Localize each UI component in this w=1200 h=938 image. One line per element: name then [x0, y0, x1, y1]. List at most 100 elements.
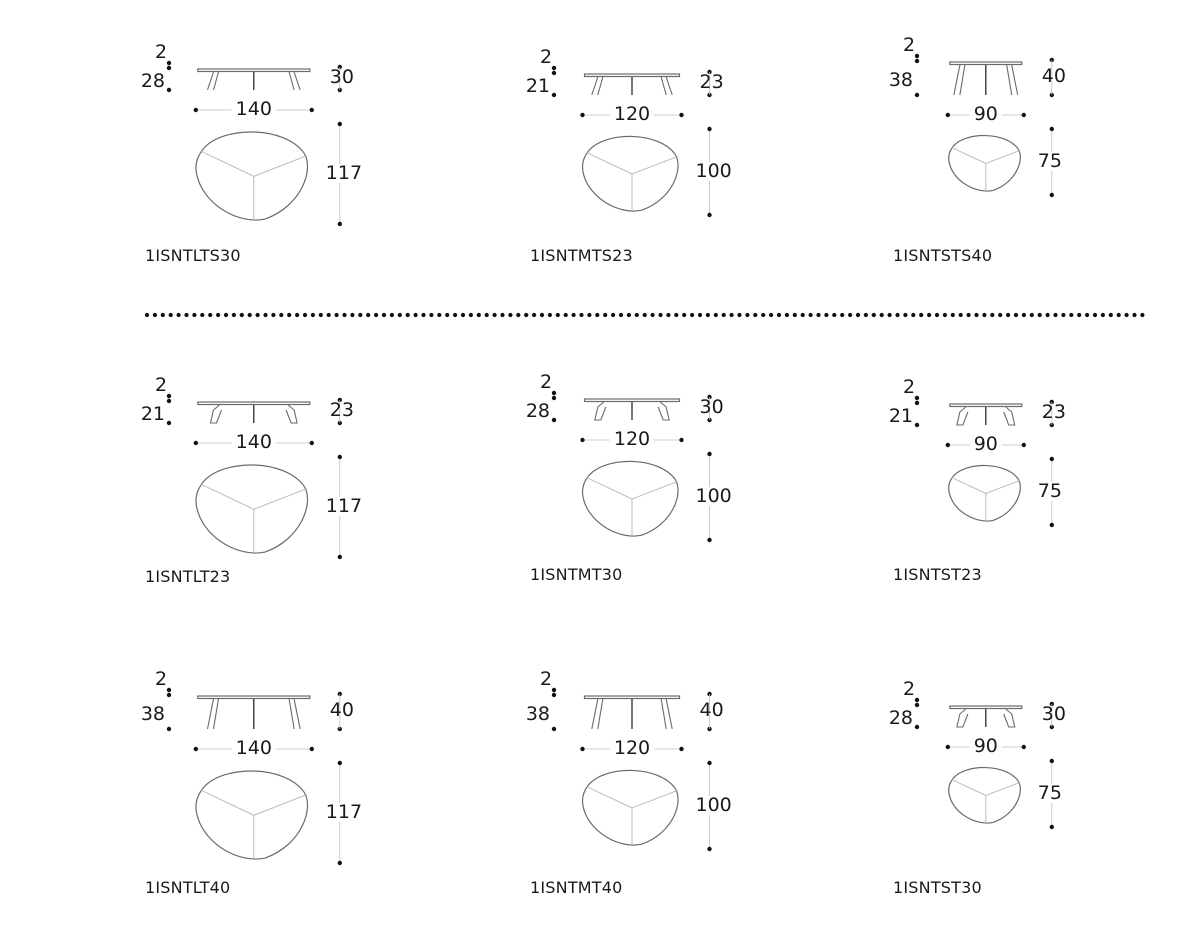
base-height-label: 21: [525, 75, 550, 97]
divider-dot: [492, 312, 497, 318]
divider-dot: [682, 312, 687, 318]
divider-dot: [176, 312, 181, 318]
top-dot: [166, 687, 172, 693]
divider-dot: [366, 312, 371, 318]
top-dot: [914, 702, 920, 708]
left-leg: [953, 64, 966, 96]
divider-dot: [516, 312, 521, 318]
width-dot: [580, 746, 585, 752]
depth-dot: [707, 451, 712, 457]
table-drawing: [914, 53, 1054, 198]
divider-dot: [1116, 312, 1121, 318]
divider-dot: [437, 312, 442, 318]
divider-dot: [310, 312, 315, 318]
divider-dot: [421, 312, 426, 318]
divider-dot: [1061, 312, 1066, 318]
depth-dot: [1049, 758, 1054, 764]
divider-dot: [255, 312, 260, 318]
divider-dot: [729, 312, 734, 318]
divider-dot: [200, 312, 205, 318]
divider-dot: [595, 312, 600, 318]
tabletop-plan: [581, 460, 679, 537]
divider-dot: [216, 312, 221, 318]
divider-dot: [658, 312, 663, 318]
divider-dot: [1029, 312, 1034, 318]
base-height-label: 21: [888, 405, 913, 427]
divider-dot: [413, 312, 418, 318]
plan-seam: [631, 480, 678, 500]
divider-dot: [1021, 312, 1026, 318]
divider-dot: [618, 312, 624, 318]
divider-dot: [721, 312, 726, 318]
base-height-label: 38: [525, 703, 550, 725]
tabletop: [949, 403, 1023, 408]
tabletop: [583, 398, 681, 403]
divider-dot: [374, 312, 379, 318]
divider-dot: [563, 312, 568, 318]
divider-dot: [919, 312, 924, 318]
divider-dot: [271, 312, 276, 318]
depth-dot: [337, 860, 342, 866]
divider-dot: [152, 312, 157, 318]
width-label: 140: [231, 433, 276, 452]
width-dot: [193, 107, 198, 113]
depth-label: 100: [691, 162, 736, 181]
left-leg: [956, 708, 969, 728]
divider-dot: [405, 312, 410, 318]
table-drawing: [551, 687, 712, 852]
divider-dot: [642, 312, 647, 318]
product-code: 1ISNTLTS30: [145, 246, 241, 265]
base-dot: [551, 417, 557, 423]
width-dot: [580, 112, 585, 118]
base-height-label: 38: [140, 703, 165, 725]
depth-dot: [1049, 126, 1054, 132]
table-drawing: [551, 65, 712, 218]
top-dot: [166, 60, 172, 66]
divider-dot: [769, 312, 774, 318]
plan-seam: [200, 150, 254, 177]
divider-dot: [808, 312, 813, 318]
depth-dot: [337, 454, 342, 460]
plan-seam: [985, 149, 1021, 164]
left-leg: [591, 76, 604, 96]
depth-dot: [707, 212, 712, 218]
base-dot: [914, 422, 920, 428]
divider-dot: [666, 312, 671, 318]
top-dot: [551, 70, 557, 76]
right-leg: [1003, 708, 1016, 728]
depth-label: 75: [1033, 784, 1066, 803]
divider-dot: [1013, 312, 1019, 318]
divider-dot: [832, 312, 837, 318]
left-leg: [206, 71, 220, 91]
top-thickness-label: 2: [155, 374, 168, 396]
plan-seam: [951, 779, 986, 796]
divider-dot: [144, 312, 150, 318]
tabletop-plan: [948, 766, 1021, 824]
plan-seam: [985, 479, 1021, 494]
table-drawing: [914, 395, 1054, 528]
table-drawing: [166, 687, 342, 866]
divider-dot: [263, 312, 268, 318]
divider-dot: [484, 312, 489, 318]
depth-dot: [1049, 522, 1054, 528]
divider-dot: [911, 312, 916, 318]
divider-dot: [784, 312, 790, 318]
depth-dot: [707, 846, 712, 852]
width-dot: [193, 440, 198, 446]
plan-seam: [631, 155, 678, 175]
base-height-label: 38: [888, 69, 913, 91]
divider-dot: [397, 312, 402, 318]
depth-label: 75: [1033, 482, 1066, 501]
width-dot: [679, 746, 684, 752]
table-drawing: [914, 697, 1054, 830]
divider-dot: [587, 312, 592, 318]
divider-dot: [279, 312, 284, 318]
total-height-label: 23: [1041, 401, 1066, 423]
depth-dot: [337, 221, 342, 227]
tabletop: [583, 695, 681, 700]
product-code: 1ISNTLT40: [145, 878, 231, 897]
divider-dot: [824, 312, 829, 318]
divider-dot: [1092, 312, 1098, 318]
total-height-label: 40: [329, 699, 354, 721]
